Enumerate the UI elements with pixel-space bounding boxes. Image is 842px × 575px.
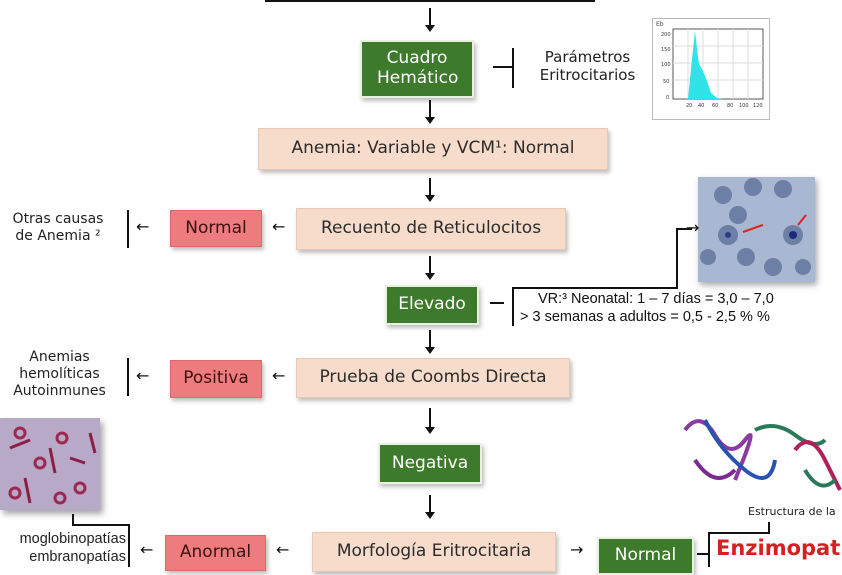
x-tick: 20	[686, 103, 692, 109]
x-tick: 80	[727, 103, 733, 109]
enzimopatias-text: Enzimopati	[716, 536, 842, 560]
y-tick: 0	[666, 95, 669, 101]
x-tick: 100	[739, 103, 749, 109]
elevado-label: Elevado	[398, 294, 466, 315]
bracket	[512, 288, 514, 326]
histogram-grid	[673, 29, 763, 99]
histogram-image: Eb 20 40 60 80 100 120 200 150 100 50 0	[652, 18, 770, 120]
blood-cells-picture	[700, 178, 811, 276]
normal-morfologia-box: Normal	[597, 537, 694, 575]
x-tick: 60	[712, 103, 718, 109]
coombs-label: Prueba de Coombs Directa	[319, 367, 547, 388]
negativa-box: Negativa	[378, 443, 482, 484]
negativa-label: Negativa	[391, 452, 469, 473]
bracket	[127, 358, 129, 396]
connector	[697, 553, 709, 555]
recuento-label: Recuento de Reticulocitos	[320, 218, 542, 239]
bracket	[512, 48, 514, 88]
connector	[676, 228, 678, 289]
arrow-left: ←	[272, 217, 286, 236]
normal-label: Normal	[185, 217, 247, 238]
x-tick: 40	[698, 103, 704, 109]
sickle-cells-image	[0, 418, 100, 510]
connector	[493, 66, 513, 68]
reticulocyte-image	[698, 177, 815, 282]
connector	[128, 524, 130, 567]
arrow-left: ←	[276, 540, 290, 559]
arrow-down	[425, 8, 435, 32]
arrow-down	[425, 256, 435, 280]
cuadro-label: Cuadro Hemático	[377, 48, 459, 88]
cuadro-hematico-box: Cuadro Hemático	[360, 40, 474, 98]
y-tick: 50	[663, 79, 669, 85]
connector	[708, 532, 770, 534]
arrow-down	[425, 495, 435, 519]
histogram-ylabel: Eb	[656, 21, 664, 28]
membranopatias: embranopatías	[29, 549, 126, 565]
arrow-down	[425, 178, 435, 202]
connector	[512, 287, 677, 289]
positiva-box: Positiva	[170, 360, 262, 398]
arrow-down	[425, 100, 435, 124]
arrow-left: ←	[272, 366, 286, 385]
anormal-box: Anormal	[165, 535, 266, 571]
vr-neonatal: VR:³ Neonatal: 1 – 7 días = 3,0 – 7,0	[538, 291, 774, 307]
coombs-box: Prueba de Coombs Directa	[296, 358, 570, 398]
x-tick: 120	[753, 103, 763, 109]
histogram-area	[688, 31, 723, 99]
connector	[490, 302, 504, 304]
arrow-left: ←	[140, 540, 154, 559]
connector	[676, 228, 692, 230]
connector	[72, 524, 129, 526]
anemia-box: Anemia: Variable y VCM¹: Normal	[258, 128, 608, 170]
otras-causas-text: Otras causas de Anemia ²	[12, 211, 104, 244]
protein-ribbon-picture	[683, 419, 842, 491]
normal-reticulocitos-box: Normal	[170, 210, 262, 247]
arrow-right: →	[686, 218, 700, 237]
estructura-caption: Estructura de la	[748, 505, 836, 518]
y-tick: 150	[661, 47, 671, 53]
vr-text: VR:³ Neonatal: 1 – 7 días = 3,0 – 7,0 > …	[520, 290, 774, 326]
arrow-up	[72, 514, 74, 525]
normal-label: Normal	[614, 545, 677, 566]
arrow-right: →	[570, 540, 584, 559]
hemoglobinopatias-text: moglobinopatías embranopatías	[0, 530, 126, 566]
recuento-box: Recuento de Reticulocitos	[296, 208, 566, 250]
parametros-text: Parámetros Eritrocitarios	[539, 48, 636, 84]
histogram-chart: Eb 20 40 60 80 100 120 200 150 100 50 0	[656, 21, 764, 109]
vr-adultos: > 3 semanas a adultos = 0,5 - 2,5 % %	[520, 309, 770, 325]
bracket	[708, 532, 710, 567]
y-tick: 100	[661, 62, 671, 68]
anormal-label: Anormal	[179, 542, 252, 563]
bracket	[127, 210, 129, 248]
anemia-label: Anemia: Variable y VCM¹: Normal	[291, 138, 575, 159]
morfologia-label: Morfología Eritrocitaria	[336, 541, 532, 562]
arrow-down	[425, 330, 435, 354]
arrow-down	[425, 408, 435, 434]
y-tick: 200	[661, 32, 671, 38]
arrow-up	[768, 522, 770, 533]
top-connector-line	[265, 0, 595, 2]
elevado-box: Elevado	[385, 285, 479, 325]
enzyme-structure-image	[675, 400, 842, 505]
positiva-label: Positiva	[183, 368, 249, 389]
arrow-left: ←	[136, 217, 150, 236]
morfologia-box: Morfología Eritrocitaria	[312, 532, 556, 572]
anemias-hemoliticas-text: Anemias hemolíticas Autoinmunes	[13, 349, 106, 399]
arrow-left: ←	[136, 366, 150, 385]
red-cells-picture	[8, 426, 97, 505]
hemoglobinopatias: moglobinopatías	[19, 531, 126, 547]
